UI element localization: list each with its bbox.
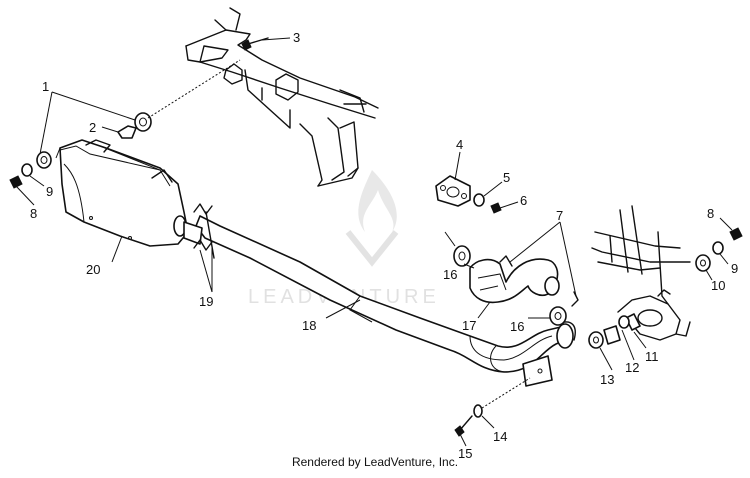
- flange-hardware: [435, 175, 502, 214]
- callout-13: 13: [600, 372, 614, 387]
- callout-4: 4: [456, 137, 463, 152]
- hanger-hardware: [588, 227, 743, 349]
- exhaust-pipe: [195, 215, 576, 387]
- callout-11: 11: [645, 349, 659, 364]
- callout-numbers: 1 2 3 4 5 6 7 8 8 9 9 10 11 12 13 14 15 …: [30, 30, 738, 461]
- callout-5: 5: [503, 170, 510, 185]
- leader-lines: [15, 37, 733, 447]
- callout-1: 1: [42, 79, 49, 94]
- callout-16-right: 16: [510, 319, 524, 334]
- mount-hardware: [9, 37, 269, 189]
- callout-18: 18: [302, 318, 316, 333]
- callout-3: 3: [293, 30, 300, 45]
- bolt-hardware: [454, 377, 531, 437]
- springs: [193, 203, 215, 259]
- callout-15: 15: [458, 446, 472, 461]
- callout-7: 7: [556, 208, 563, 223]
- right-frame: [591, 205, 691, 341]
- callout-2: 2: [89, 120, 96, 135]
- callout-16-left: 16: [443, 267, 457, 282]
- callout-20: 20: [86, 262, 100, 277]
- callout-12: 12: [625, 360, 639, 375]
- callout-17: 17: [462, 318, 476, 333]
- callout-9-left: 9: [46, 184, 53, 199]
- callout-8-left: 8: [30, 206, 37, 221]
- callout-6: 6: [520, 193, 527, 208]
- callout-19: 19: [199, 294, 213, 309]
- muffler: [55, 139, 203, 247]
- flex-pipe: [444, 231, 579, 326]
- callout-9-right: 9: [731, 261, 738, 276]
- callout-10: 10: [711, 278, 725, 293]
- callout-14: 14: [493, 429, 507, 444]
- callout-8-right: 8: [707, 206, 714, 221]
- render-credit: Rendered by LeadVenture, Inc.: [291, 455, 459, 469]
- upper-frame: [185, 7, 379, 187]
